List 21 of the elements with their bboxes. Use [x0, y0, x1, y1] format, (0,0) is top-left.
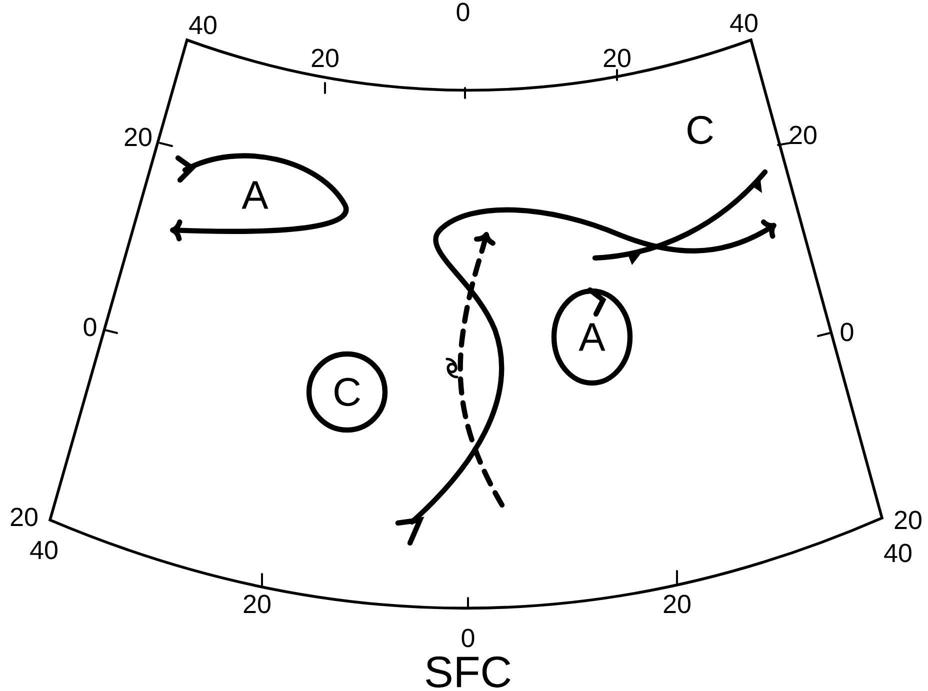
scale-label: 0: [840, 322, 854, 342]
scale-label: 20: [312, 48, 338, 68]
scale-label: 20: [10, 508, 38, 526]
scale-label: 40: [189, 16, 216, 34]
caption: SFC: [426, 656, 510, 688]
scale-label: 20: [664, 594, 690, 614]
scale-label: 20: [894, 510, 922, 530]
scale-label: 0: [462, 628, 474, 648]
scale-label: 0: [456, 2, 470, 22]
pressure-letter: C: [688, 116, 713, 144]
scale-label: 20: [790, 126, 816, 144]
scale-label: 40: [884, 544, 912, 562]
scale-label: 40: [30, 540, 58, 560]
streamline-loop: A: [551, 288, 633, 386]
scale-label: 40: [730, 14, 758, 32]
pressure-letter: A: [242, 181, 268, 209]
scale-label: 20: [604, 48, 630, 68]
scale-label: 0: [84, 318, 96, 336]
circled-letter: C: [306, 351, 388, 433]
scale-label: 20: [124, 128, 152, 146]
scale-label: 20: [244, 594, 270, 614]
